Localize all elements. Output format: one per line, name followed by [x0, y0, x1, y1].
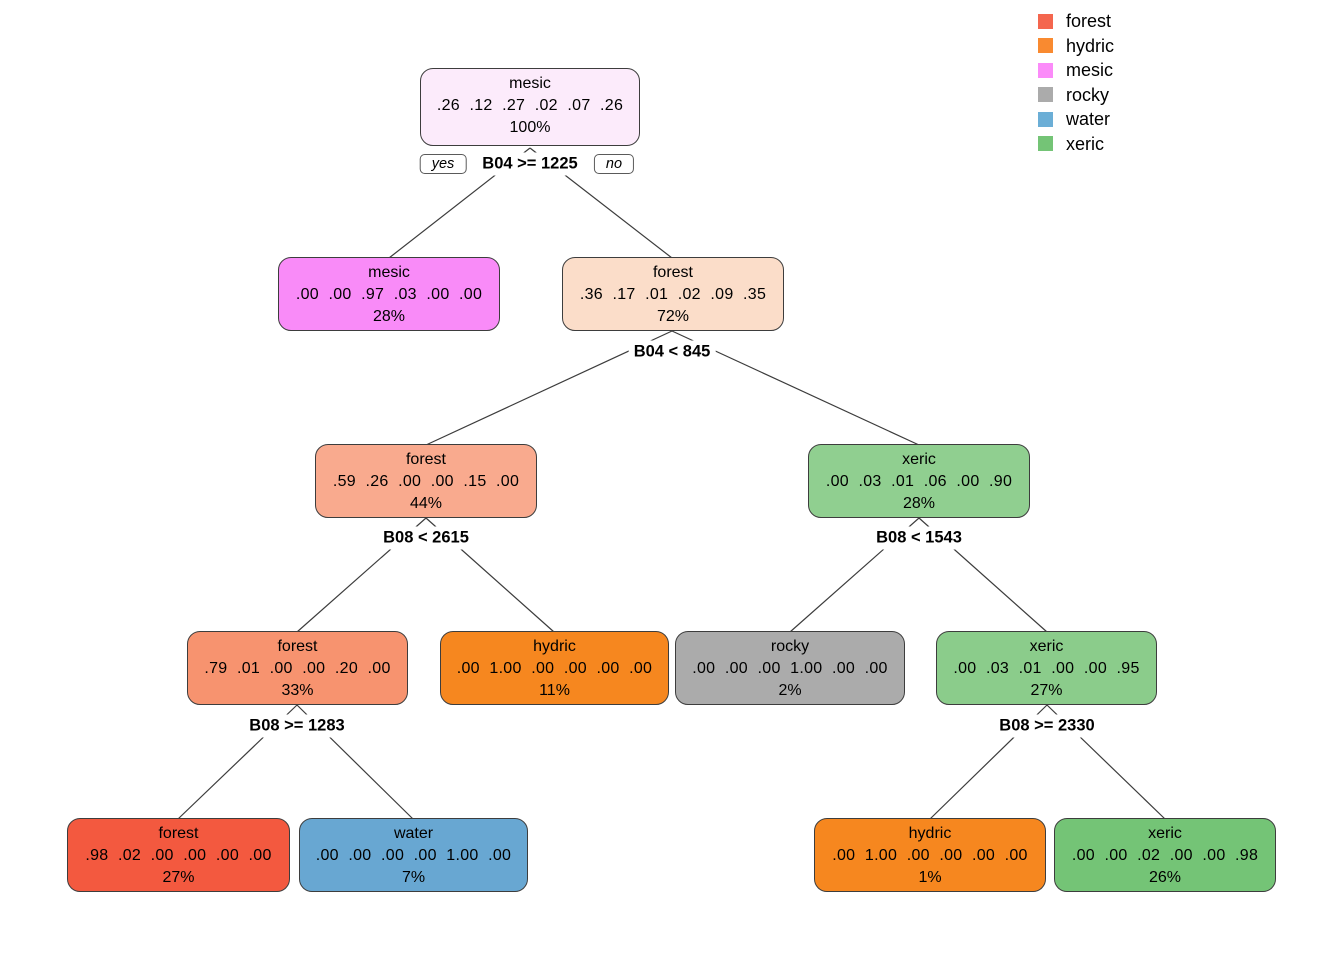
node-class-label: forest — [277, 638, 318, 655]
node-probabilities: .36 .17 .01 .02 .09 .35 — [579, 286, 767, 303]
legend-item-mesic: mesic — [1038, 58, 1114, 83]
node-xeric-28: xeric .00 .03 .01 .06 .00 .90 28% — [808, 444, 1030, 518]
node-class-label: water — [393, 825, 434, 842]
node-class-label: xeric — [1029, 638, 1064, 655]
node-percent: 100% — [509, 119, 551, 136]
node-class-label: hydric — [908, 825, 952, 842]
node-class-label: xeric — [902, 451, 936, 468]
node-hydric-1: hydric .00 1.00 .00 .00 .00 .00 1% — [814, 818, 1046, 892]
node-percent: 11% — [539, 682, 570, 699]
mesic-swatch — [1038, 62, 1053, 78]
node-percent: 2% — [778, 682, 802, 699]
node-forest-44: forest .59 .26 .00 .00 .15 .00 44% — [315, 444, 537, 518]
node-percent: 26% — [1148, 869, 1182, 886]
node-class-label: mesic — [368, 264, 410, 281]
node-mesic-root: mesic .26 .12 .27 .02 .07 .26 100% — [420, 68, 640, 146]
node-probabilities: .98 .02 .00 .00 .00 .00 — [85, 847, 272, 864]
node-mesic-28: mesic .00 .00 .97 .03 .00 .00 28% — [278, 257, 500, 331]
node-percent: 44% — [409, 495, 443, 512]
node-probabilities: .59 .26 .00 .00 .15 .00 — [332, 473, 520, 490]
node-percent: 27% — [1030, 682, 1063, 699]
split-label-b04-1225: B04 >= 1225 — [477, 152, 583, 176]
legend-label: mesic — [1066, 60, 1114, 81]
node-probabilities: .00 .00 .02 .00 .00 .98 — [1071, 847, 1259, 864]
node-water-7: water .00 .00 .00 .00 1.00 .00 7% — [299, 818, 528, 892]
node-probabilities: .00 1.00 .00 .00 .00 .00 — [456, 660, 653, 677]
node-probabilities: .79 .01 .00 .00 .20 .00 — [204, 660, 391, 677]
node-class-label: xeric — [1148, 825, 1182, 842]
split-label-b08-2330: B08 >= 2330 — [994, 714, 1100, 738]
rocky-swatch — [1038, 87, 1053, 103]
node-percent: 7% — [401, 869, 426, 886]
forest-swatch — [1038, 13, 1053, 29]
legend-item-water: water — [1038, 107, 1114, 132]
node-forest-33: forest .79 .01 .00 .00 .20 .00 33% — [187, 631, 408, 705]
node-class-label: hydric — [533, 638, 576, 655]
xeric-swatch — [1038, 136, 1053, 152]
legend-item-hydric: hydric — [1038, 34, 1114, 59]
node-class-label: forest — [405, 451, 446, 468]
legend-label: water — [1066, 109, 1111, 130]
split-label-b08-2615: B08 < 2615 — [378, 526, 474, 550]
class-legend: forest hydric mesic rocky water xeric — [1038, 9, 1114, 156]
hydric-swatch — [1038, 38, 1053, 54]
legend-item-forest: forest — [1038, 9, 1114, 34]
node-class-label: forest — [158, 825, 199, 842]
legend-label: hydric — [1066, 35, 1115, 56]
yes-badge: yes — [419, 154, 467, 174]
node-class-label: forest — [652, 264, 693, 281]
node-xeric-27: xeric .00 .03 .01 .00 .00 .95 27% — [936, 631, 1157, 705]
node-probabilities: .00 .03 .01 .06 .00 .90 — [825, 473, 1013, 490]
legend-label: forest — [1066, 11, 1112, 32]
no-badge: no — [593, 154, 635, 174]
split-label-b04-845: B04 < 845 — [628, 340, 716, 364]
node-rocky-2: rocky .00 .00 .00 1.00 .00 .00 2% — [675, 631, 905, 705]
node-percent: 72% — [656, 308, 690, 325]
node-percent: 27% — [162, 869, 195, 886]
node-forest-72: forest .36 .17 .01 .02 .09 .35 72% — [562, 257, 784, 331]
node-percent: 28% — [902, 495, 936, 512]
node-probabilities: .00 .03 .01 .00 .00 .95 — [953, 660, 1140, 677]
legend-item-rocky: rocky — [1038, 83, 1114, 108]
legend-label: xeric — [1066, 133, 1105, 154]
node-forest-27: forest .98 .02 .00 .00 .00 .00 27% — [67, 818, 290, 892]
node-class-label: rocky — [770, 638, 810, 655]
node-xeric-26: xeric .00 .00 .02 .00 .00 .98 26% — [1054, 818, 1276, 892]
node-percent: 1% — [918, 869, 942, 886]
split-label-b08-1283: B08 >= 1283 — [244, 714, 350, 738]
node-probabilities: .00 .00 .00 1.00 .00 .00 — [692, 660, 888, 677]
legend-label: rocky — [1066, 84, 1110, 105]
node-percent: 33% — [281, 682, 314, 699]
node-probabilities: .00 .00 .97 .03 .00 .00 — [295, 286, 483, 303]
node-class-label: mesic — [509, 75, 551, 92]
split-label-b08-1543: B08 < 1543 — [871, 526, 967, 550]
node-probabilities: .26 .12 .27 .02 .07 .26 — [436, 97, 624, 114]
node-hydric-11: hydric .00 1.00 .00 .00 .00 .00 11% — [440, 631, 669, 705]
node-probabilities: .00 1.00 .00 .00 .00 .00 — [832, 847, 1028, 864]
node-probabilities: .00 .00 .00 .00 1.00 .00 — [315, 847, 512, 864]
water-swatch — [1038, 111, 1053, 127]
node-percent: 28% — [372, 308, 406, 325]
legend-item-xeric: xeric — [1038, 132, 1114, 157]
